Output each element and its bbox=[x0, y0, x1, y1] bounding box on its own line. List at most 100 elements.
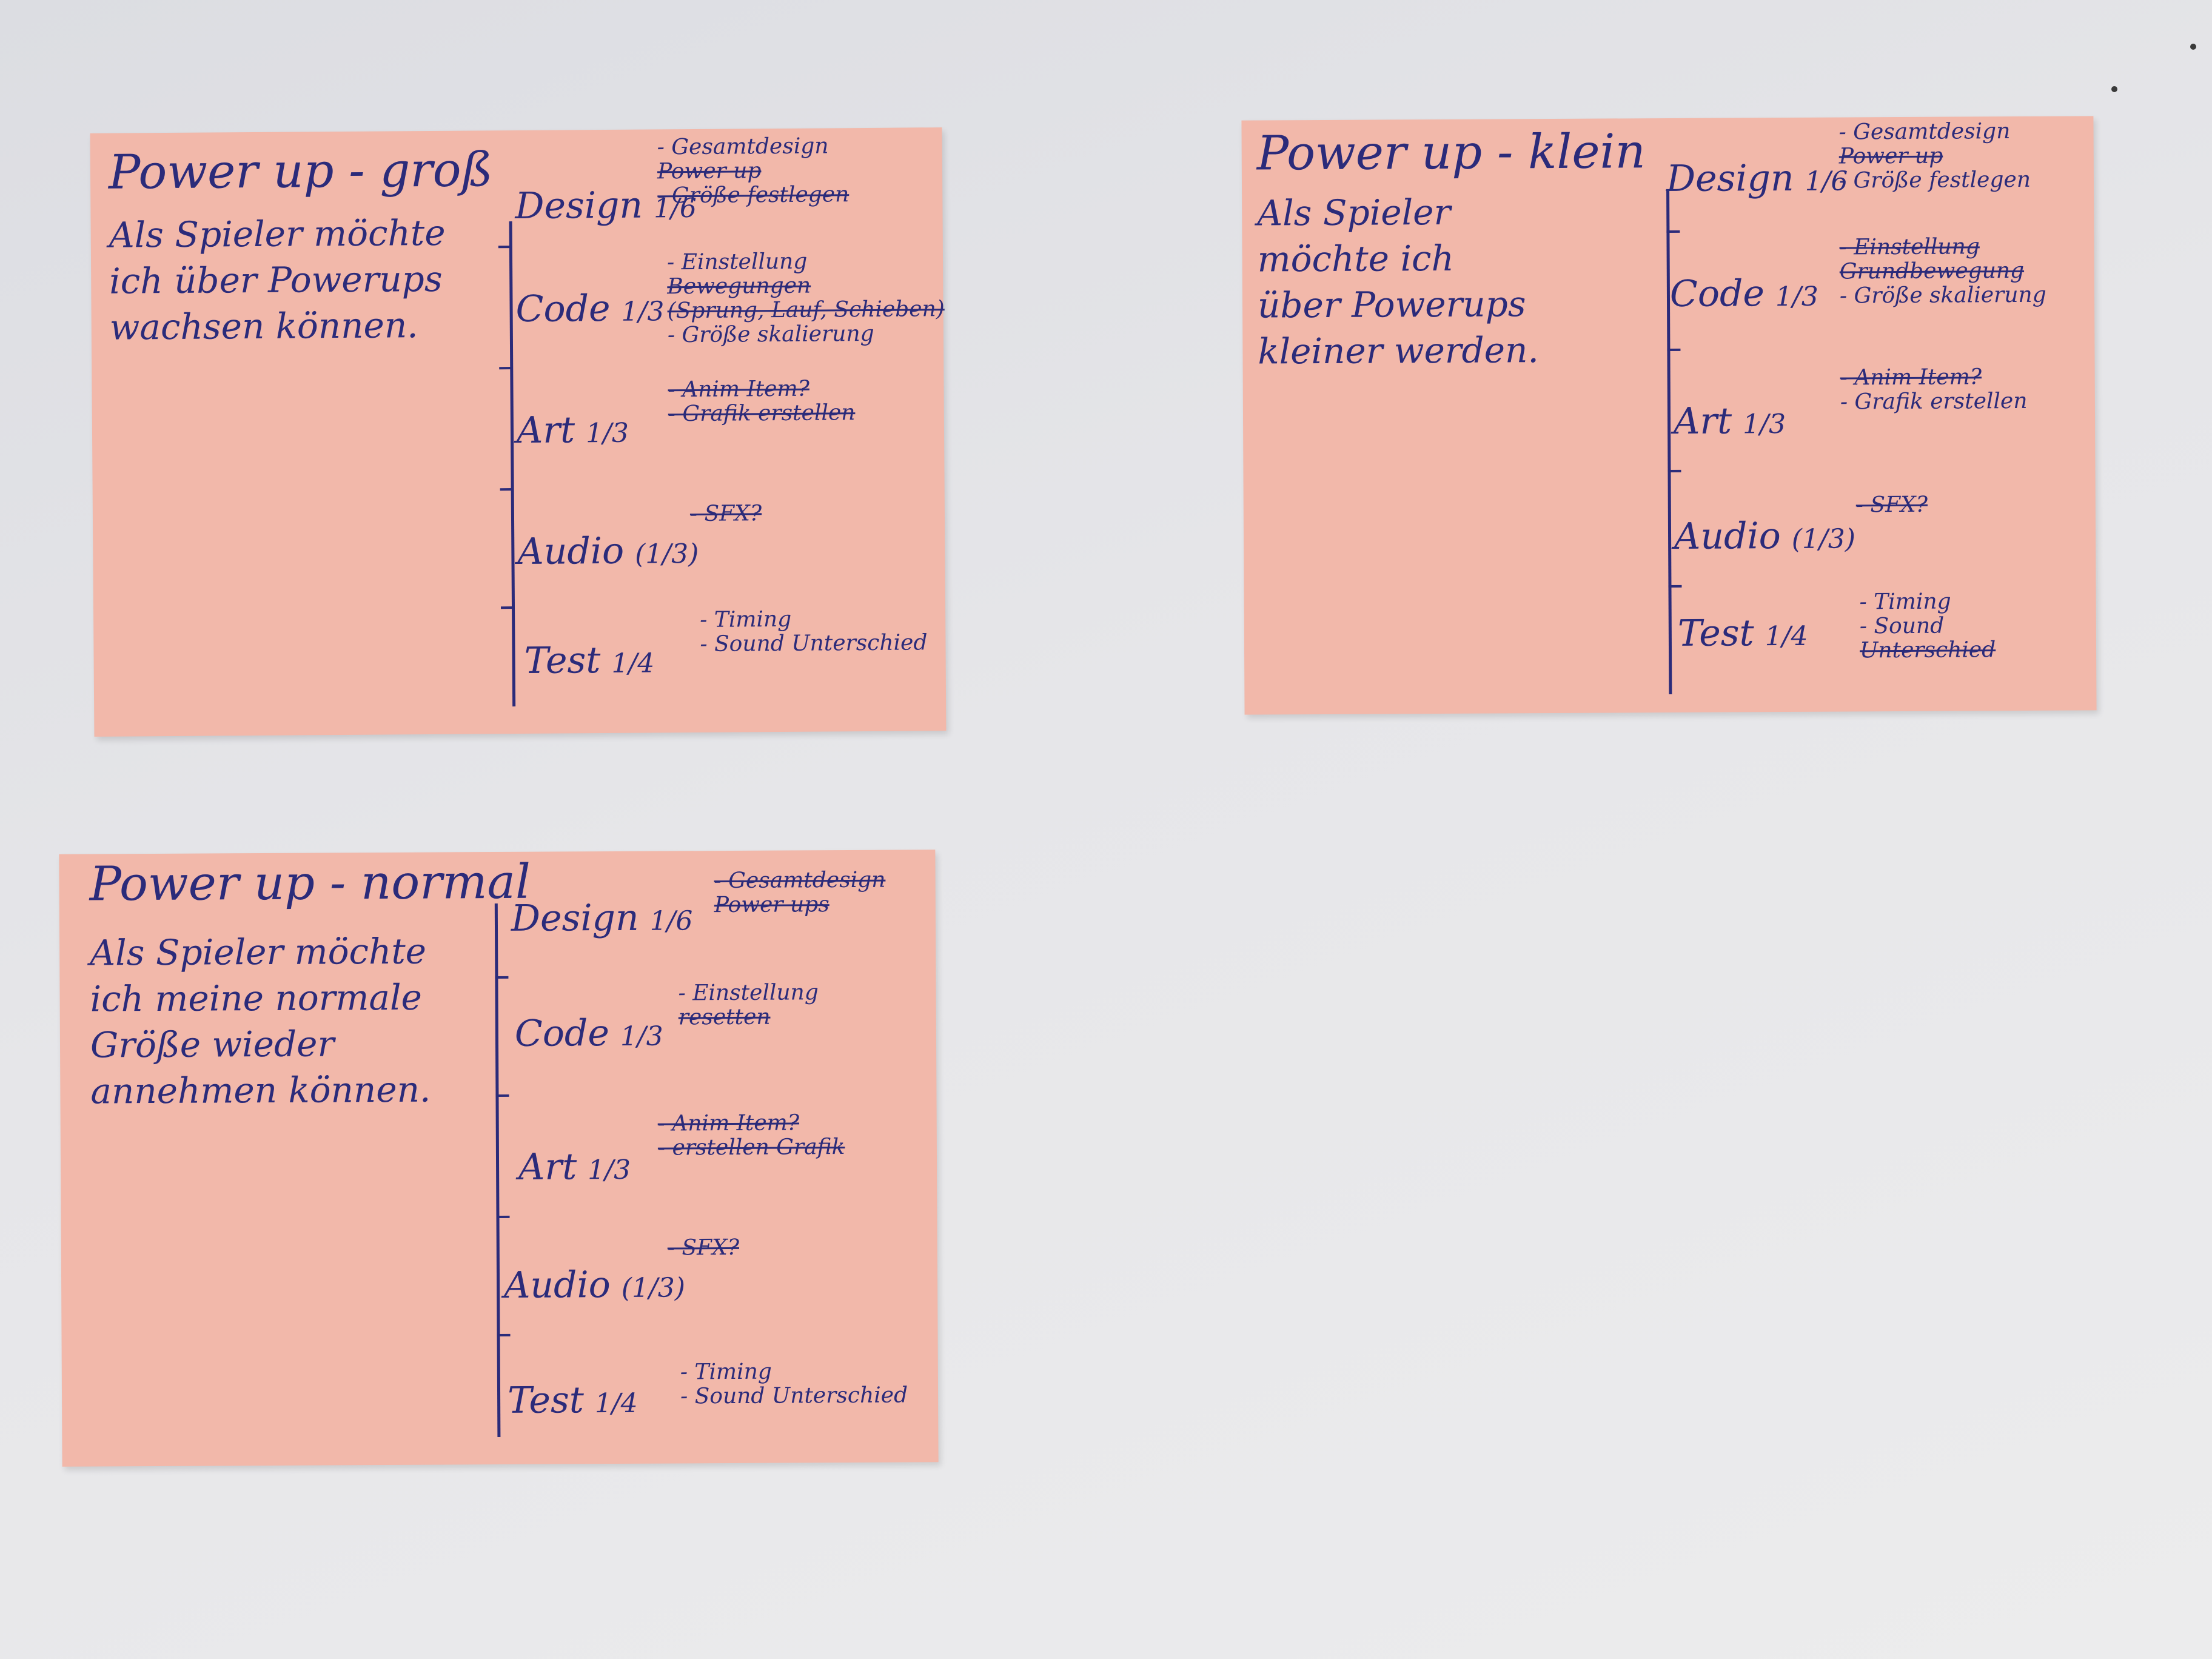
row-art: Art 1/3 bbox=[518, 1145, 631, 1188]
timeline-tick bbox=[1668, 585, 1682, 588]
row-notes: - Einstellung resetten bbox=[678, 980, 819, 1030]
row-label: Test bbox=[507, 1379, 585, 1422]
row-notes: - Anim Item? - Grafik erstellen bbox=[668, 376, 856, 427]
timeline-tick bbox=[501, 606, 515, 609]
note: - Einstellung bbox=[1839, 234, 1980, 260]
note: resetten bbox=[678, 1004, 771, 1030]
note: - Timing bbox=[1859, 589, 1951, 615]
note: - Anim Item? bbox=[668, 376, 809, 403]
timeline-tick bbox=[495, 976, 509, 979]
row-notes: - Timing - Sound Unterschied bbox=[700, 606, 928, 657]
timeline-tick bbox=[1666, 230, 1680, 233]
note: - Gesamtdesign bbox=[657, 133, 829, 160]
row-notes: - Einstellung Grundbewegung - Größe skal… bbox=[1839, 234, 2046, 309]
row-label: Audio bbox=[517, 529, 625, 574]
note: - Größe skalierung bbox=[667, 321, 874, 348]
row-code: Code 1/3 bbox=[515, 287, 664, 330]
note: - Timing bbox=[680, 1359, 772, 1385]
row-label: Design bbox=[515, 184, 643, 228]
note: - Größe skalierung bbox=[1839, 282, 2046, 309]
row-audio: Audio(1/3) bbox=[504, 1263, 685, 1307]
wall-mark bbox=[2111, 86, 2117, 92]
row-notes: - SFX? bbox=[690, 501, 762, 526]
note: Bewegungen bbox=[667, 273, 811, 300]
note: - Einstellung bbox=[678, 980, 819, 1006]
row-art: Art 1/3 bbox=[517, 409, 629, 452]
note: - Sound Unterschied bbox=[700, 630, 928, 657]
note: - Anim Item? bbox=[1840, 364, 1982, 390]
card-title: Power up - klein bbox=[1256, 124, 1646, 181]
row-fraction: (1/3) bbox=[1791, 523, 1856, 555]
row-audio: Audio (1/3) bbox=[517, 529, 699, 573]
card-title: Power up - normal bbox=[89, 854, 531, 912]
note: Power up bbox=[1838, 143, 1943, 169]
row-fraction: 1/4 bbox=[611, 648, 655, 679]
note: - Grafik erstellen bbox=[668, 400, 856, 427]
row-fraction: 1/3 bbox=[1743, 408, 1786, 440]
timeline-tick bbox=[498, 246, 512, 249]
row-notes: - Timing - Sound Unterschied bbox=[680, 1359, 908, 1409]
note: - erstellen Grafik bbox=[657, 1134, 845, 1161]
note: - SFX? bbox=[689, 501, 762, 527]
note: - Anim Item? bbox=[657, 1110, 800, 1136]
row-label: Art bbox=[1673, 400, 1732, 443]
card-user-story: Als Spieler möchte ich über Powerups kle… bbox=[1257, 191, 1539, 372]
timeline-tick bbox=[500, 488, 514, 491]
timeline-line bbox=[509, 221, 516, 707]
row-art: Art 1/3 bbox=[1674, 400, 1786, 443]
row-notes: - Anim Item? - erstellen Grafik bbox=[657, 1110, 845, 1161]
note: Unterschied bbox=[1859, 637, 1996, 663]
row-notes: - SFX? bbox=[1855, 492, 1928, 518]
row-fraction: 1/3 bbox=[1775, 281, 1818, 313]
note: (Sprung, Lauf, Schieben) bbox=[667, 297, 945, 324]
row-label: Test bbox=[1677, 612, 1754, 655]
row-code: Code 1/3 bbox=[515, 1012, 663, 1055]
row-fraction: 1/3 bbox=[621, 296, 665, 327]
note: Power up bbox=[657, 158, 762, 184]
row-label: Design bbox=[511, 896, 639, 940]
row-notes: - Anim Item? - Grafik erstellen bbox=[1840, 364, 2028, 415]
card-powerup-klein: Power up - klein Als Spieler möchte ich … bbox=[1241, 116, 2097, 715]
row-design: Design 1/6 bbox=[511, 896, 693, 940]
row-fraction: 1/6 bbox=[649, 905, 693, 937]
row-label: Code bbox=[514, 1012, 610, 1055]
card-powerup-gross: Power up - groß Als Spieler möchte ich ü… bbox=[90, 127, 947, 737]
card-title: Power up - groß bbox=[108, 142, 493, 200]
row-label: Art bbox=[518, 1145, 577, 1188]
timeline-tick bbox=[499, 367, 513, 370]
timeline-line bbox=[494, 903, 501, 1438]
row-label: Art bbox=[516, 409, 575, 452]
timeline-tick bbox=[1667, 469, 1681, 473]
note: - Sound bbox=[1859, 613, 1945, 639]
row-notes: - Gesamtdesign Power up - Größe festlege… bbox=[1838, 119, 2031, 193]
row-audio: Audio (1/3) bbox=[1674, 514, 1855, 558]
timeline-line bbox=[1666, 190, 1672, 695]
row-label: Audio bbox=[503, 1264, 611, 1307]
row-label: Audio bbox=[1674, 515, 1781, 558]
note: - Gesamtdesign bbox=[1838, 119, 2011, 145]
note: - Größe festlegen bbox=[657, 182, 850, 209]
note: - Größe festlegen bbox=[1838, 167, 2031, 193]
row-fraction: 1/3 bbox=[588, 1154, 631, 1186]
timeline-tick bbox=[1667, 348, 1681, 352]
note: - SFX? bbox=[1855, 492, 1928, 518]
note: - Sound Unterschied bbox=[680, 1382, 908, 1409]
note: Power ups bbox=[714, 892, 830, 918]
card-powerup-normal: Power up - normal Als Spieler möchte ich… bbox=[59, 850, 939, 1467]
row-label: Code bbox=[515, 287, 611, 331]
row-notes: - SFX? bbox=[668, 1235, 739, 1261]
timeline-tick bbox=[495, 1094, 509, 1098]
row-fraction: 1/3 bbox=[585, 417, 629, 449]
note: Grundbewegung bbox=[1839, 258, 2025, 284]
note: - Einstellung bbox=[666, 249, 808, 275]
row-fraction: 1/3 bbox=[620, 1021, 663, 1052]
row-notes: - Einstellung Bewegungen (Sprung, Lauf, … bbox=[666, 249, 945, 348]
note: - Grafik erstellen bbox=[1840, 388, 2028, 415]
wall-mark bbox=[2190, 44, 2196, 50]
row-fraction: (1/3) bbox=[634, 538, 699, 570]
row-label: Test bbox=[524, 639, 601, 682]
